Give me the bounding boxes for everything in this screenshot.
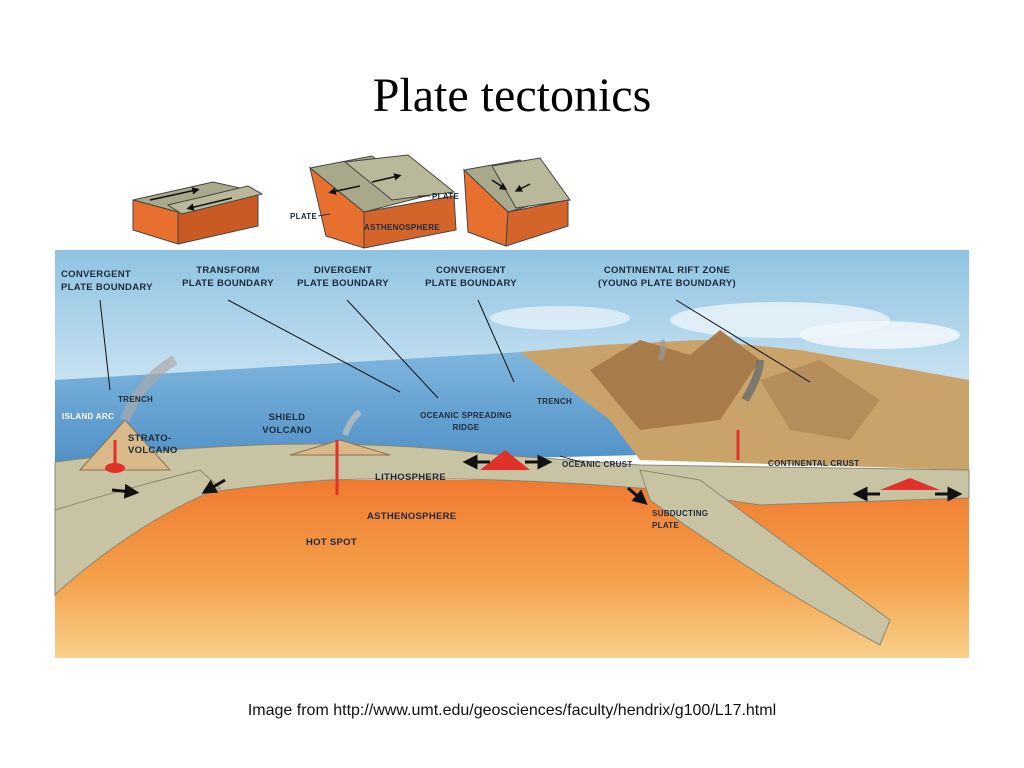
mini-plate-label-left: PLATE (290, 212, 317, 221)
callout-transform: TRANSFORM PLATE BOUNDARY (182, 265, 274, 289)
label-subducting-plate-1: SUBDUCTING (652, 509, 708, 518)
label-trench-left: TRENCH (118, 395, 153, 404)
mini-plate-label-right: PLATE (432, 192, 459, 201)
convergent-block-diagram (462, 157, 571, 247)
label-strato-volcano-1: STRATO- (128, 433, 171, 444)
transform-block-diagram (132, 181, 264, 245)
label-spreading-ridge-1: OCEANIC SPREADING (420, 411, 512, 420)
mini-asthenosphere-label: ASTHENOSPHERE (364, 223, 440, 232)
label-lithosphere: LITHOSPHERE (375, 472, 446, 483)
label-oceanic-crust: OCEANIC CRUST (562, 460, 633, 469)
label-asthenosphere: ASTHENOSPHERE (367, 511, 456, 522)
label-island-arc: ISLAND ARC (62, 412, 114, 421)
callout-convergent-right: CONVERGENT PLATE BOUNDARY (425, 265, 517, 289)
label-strato-volcano-2: VOLCANO (128, 445, 178, 456)
label-shield-volcano-2: VOLCANO (262, 425, 312, 436)
label-spreading-ridge-2: RIDGE (453, 423, 480, 432)
slide-title: Plate tectonics (372, 69, 652, 122)
tectonics-diagram: PLATE PLATE ASTHENOSPHERE (54, 154, 970, 658)
label-subducting-plate-2: PLATE (652, 521, 679, 530)
callout-convergent-left: CONVERGENT PLATE BOUNDARY (61, 269, 153, 293)
label-shield-volcano-1: SHIELD (269, 412, 306, 423)
callout-rift: CONTINENTAL RIFT ZONE (YOUNG PLATE BOUND… (598, 265, 736, 289)
divergent-block-diagram: PLATE PLATE ASTHENOSPHERE (290, 154, 459, 249)
callout-rift-line2: (YOUNG PLATE BOUNDARY) (598, 278, 736, 289)
label-hot-spot: HOT SPOT (306, 537, 357, 548)
callout-transform-line2: PLATE BOUNDARY (182, 278, 274, 289)
label-trench-right: TRENCH (537, 397, 572, 406)
callout-convergent-right-line1: CONVERGENT (436, 265, 506, 276)
callout-divergent-line1: DIVERGENT (314, 265, 372, 276)
callout-convergent-left-line1: CONVERGENT (61, 269, 131, 280)
callout-divergent: DIVERGENT PLATE BOUNDARY (297, 265, 389, 289)
callout-rift-line1: CONTINENTAL RIFT ZONE (604, 265, 730, 276)
callout-convergent-left-line2: PLATE BOUNDARY (61, 282, 153, 293)
callout-convergent-right-line2: PLATE BOUNDARY (425, 278, 517, 289)
callout-transform-line1: TRANSFORM (196, 265, 259, 276)
label-continental-crust: CONTINENTAL CRUST (768, 459, 859, 468)
callout-divergent-line2: PLATE BOUNDARY (297, 278, 389, 289)
image-credit-caption: Image from http://www.umt.edu/geoscience… (247, 702, 777, 719)
cross-section (54, 250, 970, 658)
